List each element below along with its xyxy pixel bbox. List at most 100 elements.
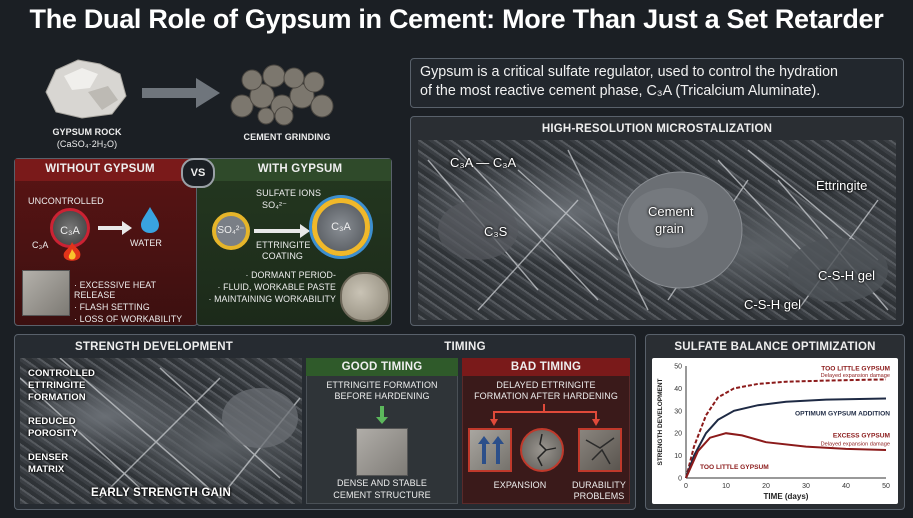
- x-tick-label: 50: [882, 483, 890, 490]
- cement-grinding-label: CEMENT GRINDING: [243, 132, 331, 142]
- series-line-2: [685, 432, 887, 479]
- good-timing-header: GOOD TIMING: [341, 361, 423, 373]
- sem-label-cement: Cement: [648, 204, 694, 219]
- flash-set-cube: [22, 270, 70, 316]
- gypsum-formula: (CaSO₄·2H₂O): [56, 139, 118, 149]
- sulfate-formula-small: SO₄²⁻: [262, 200, 287, 210]
- bullet-maintaining: · MAINTAINING WORKABILITY: [208, 294, 336, 304]
- x-axis-label: TIME (days): [764, 492, 809, 501]
- cement-grinding-image: [222, 56, 342, 126]
- strength-crystals-drawing: [20, 358, 301, 499]
- chart-title: SULFATE BALANCE OPTIMIZATION: [674, 341, 876, 353]
- y-tick-label: 20: [674, 431, 682, 438]
- strength-micrograph: [20, 358, 302, 504]
- cracked-sphere: [520, 428, 564, 472]
- without-gypsum-header: WITHOUT GYPSUM: [45, 163, 155, 175]
- sulfate-arrow-icon: [254, 224, 310, 243]
- good-result-2: CEMENT STRUCTURE: [333, 490, 431, 500]
- good-desc-1: ETTRINGITE FORMATION: [326, 380, 438, 390]
- cement-pellets-icon: [230, 64, 334, 126]
- intro-panel: [410, 58, 904, 108]
- good-arrow-icon: [376, 406, 388, 429]
- ettringite-coating-label-1: ETTRINGITE: [256, 240, 311, 250]
- vs-label: VS: [190, 167, 206, 179]
- water-label: WATER: [130, 238, 162, 248]
- fire-icon: [60, 242, 84, 267]
- y-tick-label: 0: [678, 476, 682, 483]
- durability-label-2: PROBLEMS: [573, 491, 625, 501]
- gypsum-rock-icon: [45, 59, 127, 119]
- y-tick-label: 50: [674, 364, 682, 371]
- y-tick-label: 30: [674, 408, 682, 415]
- annotation-too-little-low: TOO LITTLE GYPSUM: [700, 464, 769, 471]
- sem-label-grain: grain: [655, 221, 684, 236]
- workable-paste-image: [340, 272, 390, 322]
- strength-label-porosity: POROSITY: [28, 428, 78, 439]
- with-bullets: · DORMANT PERIOD- · FLUID, WORKABLE PAST…: [206, 270, 336, 304]
- bullet-heat: · EXCESSIVE HEAT RELEASE: [74, 280, 156, 300]
- sem-label-ettringite: Ettringite: [816, 178, 868, 193]
- x-tick-label: 40: [842, 483, 850, 490]
- c3a-side-label: C₃A: [32, 240, 49, 250]
- bad-timing-header: BAD TIMING: [510, 361, 582, 373]
- gypsum-rock-image: [38, 52, 130, 122]
- c3a-label: C₃A: [60, 225, 80, 237]
- y-tick-label: 40: [674, 386, 682, 393]
- series-line-1: [685, 397, 887, 479]
- bullet-flash: · FLASH SETTING: [74, 302, 150, 312]
- sem-label-c3a-pair: C₃A — C₃A: [450, 155, 517, 170]
- bad-arrows-icon: [480, 404, 610, 431]
- sulfate-ions-label: SULFATE IONS: [256, 188, 322, 198]
- c3a-particle-uncontrolled: C₃A: [50, 208, 90, 248]
- intro-line-1: Gypsum is a critical sulfate regulator, …: [420, 64, 838, 80]
- strength-label-matrix: MATRIX: [28, 464, 65, 475]
- micrograph-header: HIGH-RESOLUTION MICROSTALIZATION: [541, 123, 773, 135]
- flow-arrow-icon: [142, 78, 220, 113]
- gypsum-rock-label: GYPSUM ROCK: [52, 127, 122, 137]
- bad-timing-bar: [462, 358, 630, 376]
- annotation-delayed-2: Delayed expansion damage: [821, 442, 890, 448]
- bullet-dormant: · DORMANT PERIOD-: [245, 270, 336, 280]
- early-strength-label: EARLY STRENGTH GAIN: [91, 487, 231, 499]
- sem-crystals-drawing: [427, 149, 889, 311]
- sem-label-c3s: C₃S: [484, 224, 508, 239]
- annotation-too-little: TOO LITTLE GYPSUM: [821, 365, 890, 372]
- expansion-arrows-icon: [478, 436, 504, 464]
- y-tick-label: 10: [674, 453, 682, 460]
- series-line-0: [685, 378, 887, 479]
- timing-header: TIMING: [444, 341, 486, 353]
- x-tick-label: 10: [722, 483, 730, 490]
- good-timing-bar: [306, 358, 458, 376]
- annotation-delayed-1: Delayed expansion damage: [821, 373, 890, 379]
- so4-particle: SO₄²⁻: [212, 212, 250, 250]
- stable-cube: [356, 428, 408, 476]
- with-header-bar: [197, 159, 391, 181]
- uncontrolled-label: UNCONTROLLED: [28, 196, 104, 206]
- strength-label-reduced: REDUCED: [28, 416, 76, 427]
- bullet-workability-loss: · LOSS OF WORKABILITY: [74, 314, 183, 324]
- annotation-optimum: OPTIMUM GYPSUM ADDITION: [795, 410, 890, 417]
- c3a-coated-particle: C₃A: [312, 198, 370, 256]
- sem-label-csh-1: C-S-H gel: [818, 268, 876, 283]
- strength-label-denser: DENSER: [28, 452, 69, 463]
- so4-label: SO₄²⁻: [217, 225, 245, 236]
- strength-label-formation: FORMATION: [28, 392, 86, 403]
- page-title: The Dual Role of Gypsum in Cement: More …: [29, 4, 884, 34]
- x-tick-label: 0: [684, 483, 688, 490]
- with-gypsum-header: WITH GYPSUM: [257, 163, 343, 175]
- without-header-bar: [15, 159, 197, 181]
- bad-desc-2: FORMATION AFTER HARDENING: [474, 391, 618, 401]
- vs-badge: VS: [181, 158, 215, 188]
- bullet-fluid: · FLUID, WORKABLE PASTE: [217, 282, 336, 292]
- expansion-cube: [468, 428, 512, 472]
- x-tick-label: 30: [802, 483, 810, 490]
- expansion-label: EXPANSION: [493, 480, 547, 490]
- crumbling-cube: [578, 428, 622, 472]
- strength-header: STRENGTH DEVELOPMENT: [75, 341, 233, 353]
- annotation-excess: EXCESS GYPSUM: [833, 433, 891, 440]
- durability-label-1: DURABILITY: [571, 480, 626, 490]
- good-result-1: DENSE AND STABLE: [337, 478, 427, 488]
- bad-desc-1: DELAYED ETTRINGITE: [496, 380, 596, 390]
- x-tick-label: 20: [762, 483, 770, 490]
